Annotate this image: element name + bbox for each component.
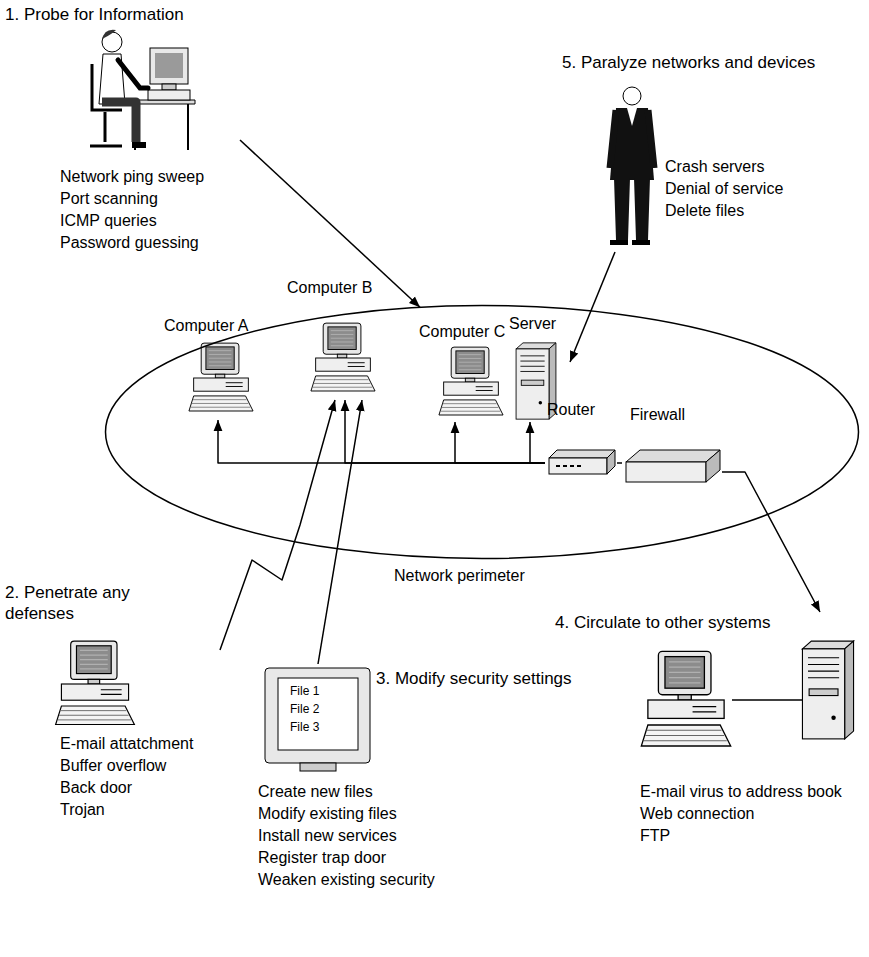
stage-heading: 4. Circulate to other systems xyxy=(555,612,770,633)
list-item: Crash servers xyxy=(665,157,765,177)
firewall-icon xyxy=(626,450,720,462)
seated-user-figure xyxy=(118,60,148,88)
stage-heading: 5. Paralyze networks and devices xyxy=(562,52,815,73)
list-item: Trojan xyxy=(60,800,105,820)
attacker-figure xyxy=(627,108,637,126)
stage-heading: 1. Probe for Information xyxy=(5,4,184,25)
network-wire xyxy=(732,700,802,701)
perimeter-outline xyxy=(104,304,860,560)
attack-stage: 4. Circulate to other systemsE-mail viru… xyxy=(555,612,860,850)
connector-arrow xyxy=(530,422,545,463)
attacker-figure xyxy=(610,87,654,245)
file-monitor xyxy=(265,668,370,763)
seated-user-figure xyxy=(155,53,183,78)
list-item: Weaken existing security xyxy=(258,870,435,890)
connector-arrow xyxy=(570,252,615,362)
connector-arrow xyxy=(345,400,545,463)
list-item: Register trap door xyxy=(258,848,386,868)
list-item: Web connection xyxy=(640,804,754,824)
list-item: E-mail virus to address book xyxy=(640,782,842,802)
list-item: Back door xyxy=(60,778,132,798)
computer-icon xyxy=(311,323,375,391)
device-label: Firewall xyxy=(630,405,685,425)
list-item: Create new files xyxy=(258,782,373,802)
list-item: Delete files xyxy=(665,201,744,221)
list-item: ICMP queries xyxy=(60,211,157,231)
attack-stage: 2. Penetrate any defensesE-mail attatchm… xyxy=(5,582,220,824)
seated-user-figure xyxy=(90,112,122,146)
list-item: Port scanning xyxy=(60,189,158,209)
seated-user-figure xyxy=(90,30,195,150)
server-icon xyxy=(802,641,853,739)
attacker-figure xyxy=(623,87,641,105)
file-monitor xyxy=(265,668,370,771)
attack-stage: 3. Modify security settingsCreate new fi… xyxy=(258,664,588,894)
computer-node: Computer B xyxy=(283,278,383,400)
attack-stage: 1. Probe for InformationNetwork ping swe… xyxy=(5,4,240,266)
seated-user-figure xyxy=(150,48,188,84)
list-item: E-mail attatchment xyxy=(60,734,193,754)
file-monitor xyxy=(300,763,336,771)
computer-icon xyxy=(189,343,253,411)
device-label: Server xyxy=(509,314,556,334)
attacker-figure xyxy=(614,178,650,240)
seated-user-figure xyxy=(102,102,136,142)
network-wire xyxy=(732,699,802,701)
network-perimeter: Network perimeterComputer AComputer BCom… xyxy=(104,304,860,560)
router-icon xyxy=(549,450,615,474)
file-name: File 3 xyxy=(290,720,319,734)
file-monitor xyxy=(278,678,358,750)
firewall-icon xyxy=(626,450,720,482)
connector-arrow xyxy=(455,422,545,463)
computer-node: Computer C xyxy=(415,322,515,422)
firewall-node: Firewall xyxy=(622,405,722,493)
file-name: File 2 xyxy=(290,702,319,716)
router-node: Router xyxy=(545,400,617,482)
firewall-icon xyxy=(626,462,706,482)
connector-arrow xyxy=(220,400,335,650)
list-item: Install new services xyxy=(258,826,397,846)
connector-arrow xyxy=(617,462,622,464)
attacker-figure xyxy=(610,110,654,168)
list-item: Denial of service xyxy=(665,179,783,199)
file-name: File 1 xyxy=(290,684,319,698)
seated-user-figure xyxy=(162,84,176,90)
seated-user-figure xyxy=(148,90,190,100)
list-item: Password guessing xyxy=(60,233,199,253)
list-item: Buffer overflow xyxy=(60,756,166,776)
seated-user-figure xyxy=(102,30,116,40)
device-label: Network perimeter xyxy=(394,566,525,586)
computer-icon xyxy=(56,323,731,746)
attacker-figure xyxy=(610,108,654,180)
device-label: Computer C xyxy=(419,322,505,342)
computer-node: Computer A xyxy=(160,316,270,420)
device-label: Router xyxy=(547,400,595,420)
device-label: Computer A xyxy=(164,316,248,336)
router-icon xyxy=(607,450,615,474)
router-icon xyxy=(556,465,581,467)
connector-arrow xyxy=(722,472,820,612)
connector-arrow xyxy=(240,140,420,307)
firewall-icon xyxy=(706,450,720,482)
connector-arrow xyxy=(318,400,362,664)
router-icon xyxy=(549,450,615,458)
seated-user-figure xyxy=(132,142,146,148)
computer-icon xyxy=(56,641,135,724)
connector-arrow xyxy=(218,420,545,463)
computer-icon xyxy=(641,651,730,746)
attacker-figure xyxy=(610,240,650,245)
attack-stage: 5. Paralyze networks and devicesCrash se… xyxy=(562,52,860,252)
stage-heading: 3. Modify security settings xyxy=(376,668,572,689)
list-item: Network ping sweep xyxy=(60,167,204,187)
computer-icon xyxy=(439,347,503,415)
perimeter-outline xyxy=(106,306,859,559)
list-item: Modify existing files xyxy=(258,804,397,824)
list-item: FTP xyxy=(640,826,670,846)
stage-heading: 2. Penetrate any defenses xyxy=(5,582,170,624)
device-label: Computer B xyxy=(287,278,372,298)
router-icon xyxy=(549,458,607,474)
